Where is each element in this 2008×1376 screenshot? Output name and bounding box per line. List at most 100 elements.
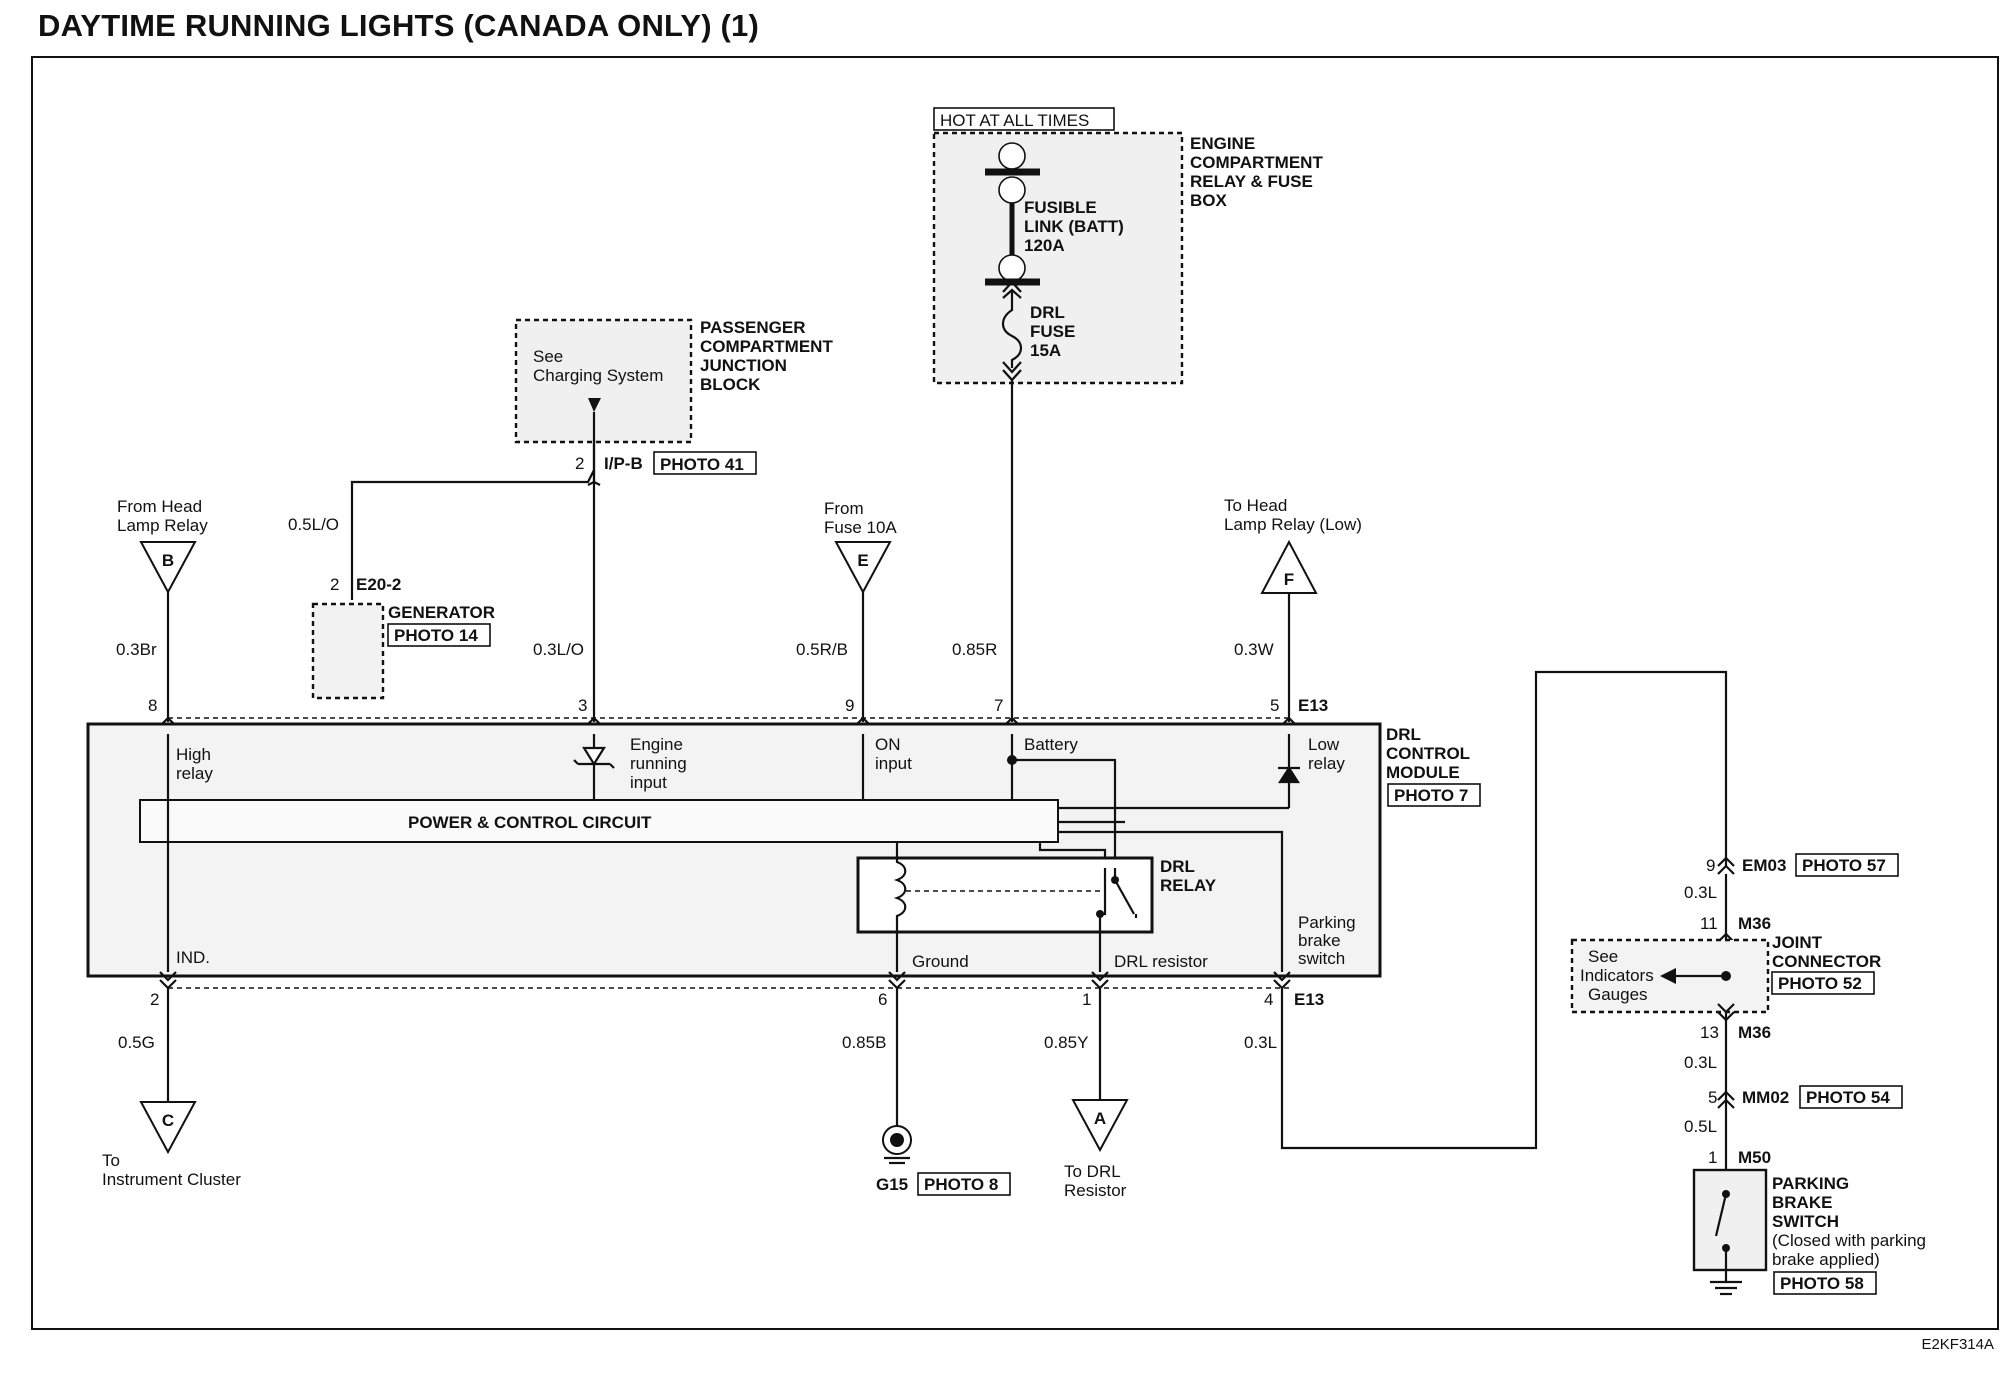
svg-text:Fuse 10A: Fuse 10A: [824, 518, 897, 537]
diagram-code: E2KF314A: [1921, 1336, 1994, 1353]
svg-text:MODULE: MODULE: [1386, 763, 1460, 782]
svg-text:PHOTO 7: PHOTO 7: [1394, 786, 1468, 805]
svg-text:Indicators: Indicators: [1580, 966, 1654, 985]
svg-text:0.3L: 0.3L: [1684, 1053, 1717, 1072]
svg-text:GENERATOR: GENERATOR: [388, 603, 495, 622]
svg-text:E13: E13: [1298, 696, 1328, 715]
svg-text:1: 1: [1708, 1148, 1717, 1167]
svg-text:0.5L: 0.5L: [1684, 1117, 1717, 1136]
svg-text:E: E: [857, 551, 868, 570]
svg-text:9: 9: [1706, 856, 1715, 875]
svg-text:ON: ON: [875, 735, 901, 754]
page-title: DAYTIME RUNNING LIGHTS (CANADA ONLY) (1): [38, 8, 760, 43]
svg-text:A: A: [1094, 1109, 1106, 1128]
svg-text:PASSENGER: PASSENGER: [700, 318, 806, 337]
svg-text:POWER & CONTROL CIRCUIT: POWER & CONTROL CIRCUIT: [408, 813, 652, 832]
svg-text:E20-2: E20-2: [356, 575, 401, 594]
diagram-frame: [31, 56, 1999, 1330]
chassis-ground-icon: [1710, 1270, 1742, 1296]
svg-text:2: 2: [150, 990, 159, 1009]
svg-text:0.85B: 0.85B: [842, 1033, 886, 1052]
svg-text:LINK (BATT): LINK (BATT): [1024, 217, 1124, 236]
drl-control-module: DRL CONTROL MODULE PHOTO 7 POWER & CONTR…: [86, 722, 1481, 978]
terminal-c: C To Instrument Cluster: [102, 1101, 241, 1189]
svg-text:9: 9: [845, 696, 854, 715]
svg-text:relay: relay: [176, 764, 213, 783]
svg-text:0.5L/O: 0.5L/O: [288, 515, 339, 534]
parking-brake-switch: [1692, 1168, 1768, 1272]
svg-text:PARKING: PARKING: [1772, 1174, 1849, 1193]
svg-text:120A: 120A: [1024, 236, 1065, 255]
photo-41-tag: [653, 451, 757, 475]
svg-text:0.3Br: 0.3Br: [116, 640, 157, 659]
svg-text:8: 8: [148, 696, 157, 715]
generator: 2 E20-2 GENERATOR PHOTO 14 0.5L/O: [288, 515, 495, 700]
fusible-link-icon: [985, 142, 1040, 286]
svg-text:running: running: [630, 754, 687, 773]
zener-diode-icon: [573, 746, 615, 769]
svg-text:5: 5: [1708, 1088, 1717, 1107]
svg-text:(Closed with parking: (Closed with parking: [1772, 1231, 1926, 1250]
svg-text:0.3L: 0.3L: [1244, 1033, 1277, 1052]
svg-text:brake applied): brake applied): [1772, 1250, 1880, 1269]
svg-text:RELAY: RELAY: [1160, 876, 1217, 895]
svg-text:EM03: EM03: [1742, 856, 1786, 875]
photo-7-tag: [1387, 783, 1481, 807]
svg-text:See: See: [533, 347, 563, 366]
terminal-a: A To DRL Resistor: [1064, 1099, 1129, 1200]
svg-text:brake: brake: [1298, 931, 1341, 950]
svg-text:G15: G15: [876, 1175, 908, 1194]
ground-g15: G15 PHOTO 8: [876, 1125, 1011, 1196]
svg-text:RELAY & FUSE: RELAY & FUSE: [1190, 172, 1313, 191]
svg-text:M36: M36: [1738, 1023, 1771, 1042]
engine-compartment-box: HOT AT ALL TIMES ENGINE COMPARTMENT RELA…: [932, 107, 1323, 385]
svg-text:PHOTO 14: PHOTO 14: [394, 626, 478, 645]
svg-text:BLOCK: BLOCK: [700, 375, 761, 394]
photo-14-tag: [387, 623, 491, 647]
svg-text:PHOTO 58: PHOTO 58: [1780, 1274, 1864, 1293]
svg-text:CONNECTOR: CONNECTOR: [1772, 952, 1881, 971]
svg-text:JUNCTION: JUNCTION: [700, 356, 787, 375]
svg-text:input: input: [630, 773, 667, 792]
passenger-junction-block: See Charging System PASSENGER COMPARTMEN…: [514, 318, 833, 475]
svg-text:M50: M50: [1738, 1148, 1771, 1167]
relay-coil-icon: [893, 842, 907, 972]
svg-text:DRL: DRL: [1160, 857, 1195, 876]
svg-text:To Head: To Head: [1224, 496, 1287, 515]
svg-text:SWITCH: SWITCH: [1772, 1212, 1839, 1231]
svg-text:High: High: [176, 745, 211, 764]
svg-text:0.85R: 0.85R: [952, 640, 997, 659]
svg-text:PHOTO 8: PHOTO 8: [924, 1175, 998, 1194]
svg-text:Charging System: Charging System: [533, 366, 663, 385]
photo-58-tag: [1773, 1271, 1877, 1295]
svg-text:DRL: DRL: [1386, 725, 1421, 744]
svg-text:1: 1: [1082, 990, 1091, 1009]
svg-text:relay: relay: [1308, 754, 1345, 773]
svg-text:HOT AT ALL TIMES: HOT AT ALL TIMES: [940, 111, 1089, 130]
svg-text:To DRL: To DRL: [1064, 1162, 1121, 1181]
svg-text:I/P-B: I/P-B: [604, 454, 643, 473]
svg-text:input: input: [875, 754, 912, 773]
svg-text:0.85Y: 0.85Y: [1044, 1033, 1088, 1052]
svg-text:Resistor: Resistor: [1064, 1181, 1127, 1200]
svg-text:0.5R/B: 0.5R/B: [796, 640, 848, 659]
svg-text:PHOTO 57: PHOTO 57: [1802, 856, 1886, 875]
photo-57-tag: [1795, 853, 1899, 877]
svg-text:Lamp Relay: Lamp Relay: [117, 516, 208, 535]
svg-text:5: 5: [1270, 696, 1279, 715]
svg-text:Engine: Engine: [630, 735, 683, 754]
svg-text:BRAKE: BRAKE: [1772, 1193, 1832, 1212]
svg-text:From: From: [824, 499, 864, 518]
svg-text:IND.: IND.: [176, 948, 210, 967]
photo-8-tag: [917, 1172, 1011, 1196]
power-control-circuit: [139, 799, 1059, 843]
svg-text:JOINT: JOINT: [1772, 933, 1823, 952]
svg-text:Battery: Battery: [1024, 735, 1078, 754]
svg-text:0.3L/O: 0.3L/O: [533, 640, 584, 659]
svg-text:Low: Low: [1308, 735, 1340, 754]
svg-text:MM02: MM02: [1742, 1088, 1789, 1107]
svg-text:Parking: Parking: [1298, 913, 1356, 932]
svg-text:0.5G: 0.5G: [118, 1033, 155, 1052]
svg-text:See: See: [1588, 947, 1618, 966]
svg-text:0.3L: 0.3L: [1684, 883, 1717, 902]
